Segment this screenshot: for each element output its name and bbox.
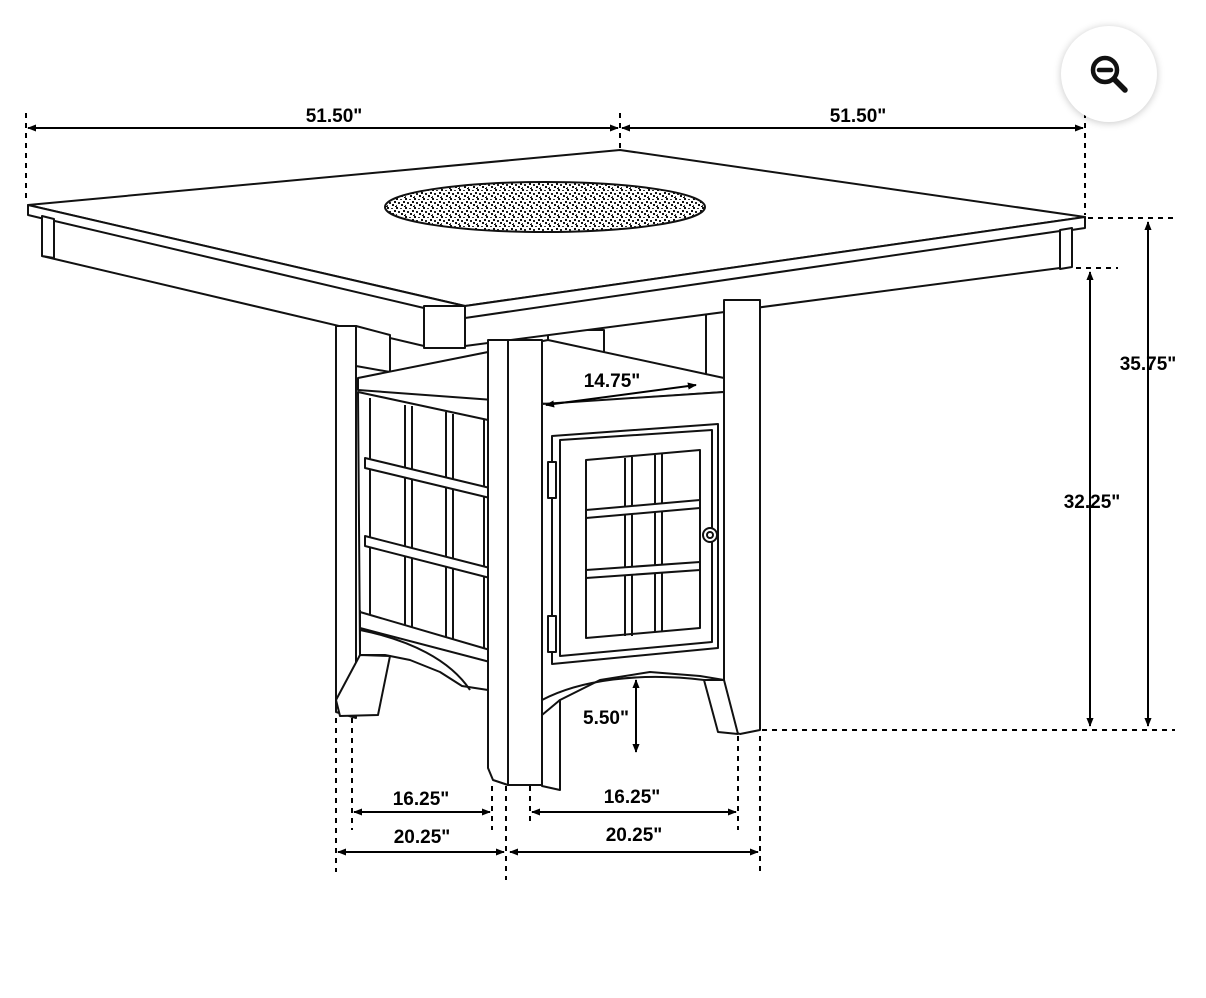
dim-shelf-depth: 14.75" <box>584 371 641 392</box>
dim-base-height: 32.25" <box>1064 492 1121 513</box>
dim-top-width-right: 51.50" <box>830 106 887 127</box>
table-line-art <box>27 149 1086 791</box>
dim-inner-right: 16.25" <box>604 787 661 808</box>
dim-outer-left: 20.25" <box>394 827 451 848</box>
apron-right-end <box>1059 227 1073 270</box>
dim-inner-left: 16.25" <box>393 789 450 810</box>
dim-total-height: 35.75" <box>1120 354 1177 375</box>
front-corner-leg <box>487 339 509 786</box>
back-left-leg <box>335 325 357 719</box>
apron-corner-block <box>423 305 466 349</box>
dimension-labels: 51.50" 51.50" 35.75" 32.25" 14.75" 5.50"… <box>306 106 1177 848</box>
right-leg <box>723 299 761 735</box>
zoom-out-button[interactable] <box>1061 26 1157 122</box>
dimension-lines <box>25 113 1175 880</box>
dim-leg-clearance: 5.50" <box>583 708 629 729</box>
zoom-out-icon <box>1090 55 1128 93</box>
apron-left-end <box>41 215 55 259</box>
dim-outer-right: 20.25" <box>606 825 663 846</box>
lazy-susan-insert <box>384 181 706 233</box>
dim-top-width-left: 51.50" <box>306 106 363 127</box>
